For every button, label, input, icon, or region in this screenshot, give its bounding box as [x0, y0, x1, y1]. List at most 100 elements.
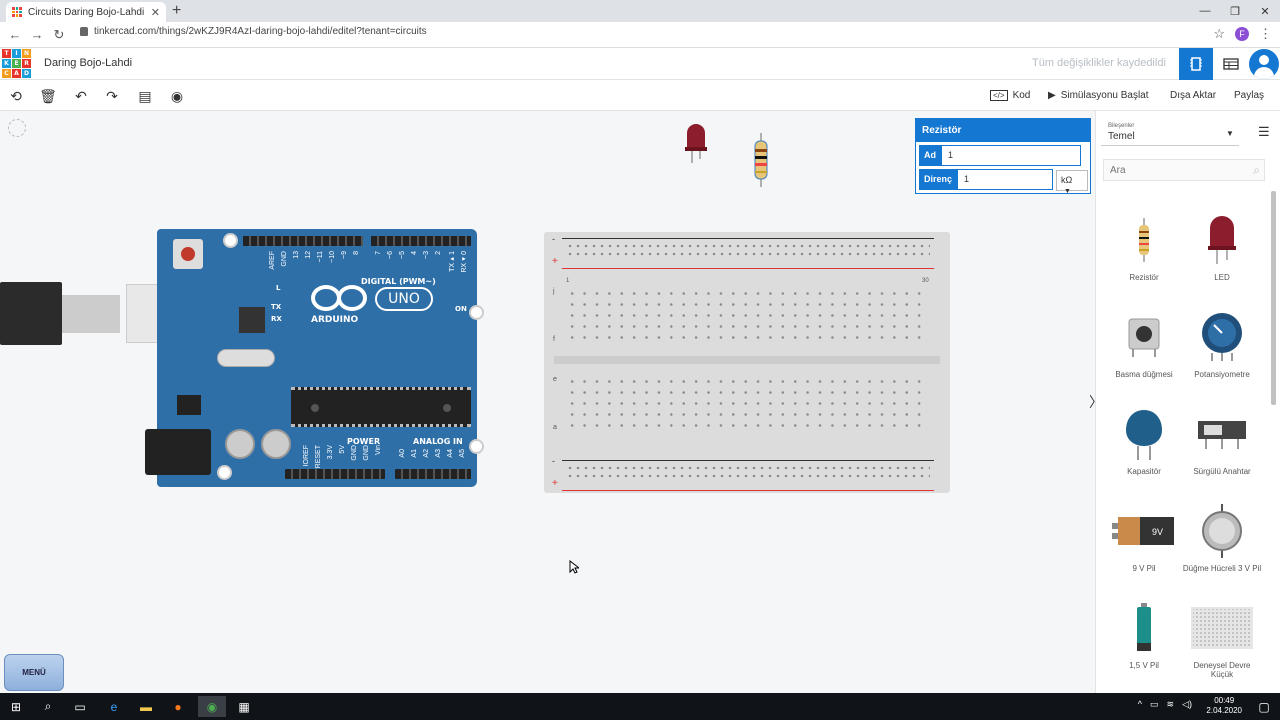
capacitor — [261, 429, 291, 459]
category-dropdown[interactable] — [1101, 118, 1239, 146]
back-icon[interactable]: ← — [8, 27, 22, 42]
code-button[interactable]: </> Kod — [984, 85, 1036, 106]
forward-icon[interactable]: → — [30, 27, 44, 42]
file-explorer-icon[interactable]: ▬ — [140, 699, 152, 714]
pin-label-aref: AREF — [269, 251, 276, 270]
pin-label: A3 — [435, 449, 442, 458]
search-icon[interactable]: ⌕ — [44, 699, 52, 713]
circuit-canvas[interactable]: AREF GND 13 12 ~11 ~10 ~9 8 7 ~6 ~5 4 ~3… — [0, 111, 1095, 693]
component-potentiometer[interactable]: Potansiyometre — [1182, 304, 1262, 379]
component-label: Kapasitör — [1127, 467, 1161, 476]
browser-tab[interactable]: Circuits Daring Bojo-Lahdi | Tinke ✕ — [6, 2, 166, 22]
component-label: 9 V Pil — [1132, 564, 1156, 573]
component-coin-cell[interactable]: Düğme Hücreli 3 V Pil — [1182, 498, 1262, 573]
project-title[interactable]: Daring Bojo-Lahdi — [44, 57, 133, 69]
bottom-terminal-strip[interactable] — [566, 376, 930, 432]
component-list-view-button[interactable] — [1214, 48, 1248, 80]
trash-icon[interactable]: 🗑 — [39, 87, 57, 104]
resistor-on-canvas[interactable] — [752, 133, 770, 187]
arduino-uno-board[interactable]: AREF GND 13 12 ~11 ~10 ~9 8 7 ~6 ~5 4 ~3… — [145, 229, 484, 487]
name-input[interactable]: 1 — [941, 145, 1081, 166]
minimize-icon[interactable]: — — [1199, 5, 1211, 17]
rotate-icon[interactable]: ⟲ — [10, 87, 22, 104]
wifi-icon[interactable]: ≋ — [1166, 699, 1175, 709]
analog-header[interactable] — [395, 469, 471, 479]
maximize-icon[interactable]: ❐ — [1230, 5, 1240, 18]
resistance-input[interactable]: 1 — [957, 169, 1054, 190]
pin-label: A1 — [411, 449, 418, 458]
windows-start-icon[interactable]: ⊞ — [10, 699, 22, 714]
arduino-infinity-logo — [311, 285, 367, 311]
logo-letter: T — [2, 49, 11, 58]
app-icon[interactable]: ▦ — [238, 699, 250, 714]
firefox-icon[interactable]: ● — [174, 699, 182, 714]
bottom-power-rail[interactable]: - + — [552, 456, 934, 491]
pin-label: ~10 — [329, 251, 336, 263]
rx-label: RX — [271, 315, 282, 323]
row-letter-a: a — [553, 424, 557, 431]
pin-label: 4 — [411, 251, 418, 255]
new-tab-icon[interactable]: + — [172, 2, 182, 19]
digital-header[interactable] — [243, 236, 363, 246]
search-input[interactable] — [1104, 160, 1244, 180]
rail-minus-label: - — [552, 456, 555, 466]
tray-chevron-icon[interactable]: ^ — [1137, 699, 1143, 709]
breadboard[interactable]: - + - + j f e a 1 30 — [544, 232, 950, 493]
breadboard-center-channel — [554, 356, 940, 364]
reload-icon[interactable]: ↻ — [53, 26, 65, 42]
component-label: Basma düğmesi — [1115, 370, 1173, 379]
start-simulation-button[interactable]: ▶ Simülasyonu Başlat — [1042, 85, 1155, 106]
digital-header-2[interactable] — [371, 236, 471, 246]
browser-menu-icon[interactable]: ⋮ — [1259, 26, 1272, 41]
close-tab-icon[interactable]: ✕ — [150, 6, 160, 19]
led-on-canvas[interactable] — [684, 123, 708, 165]
components-scrollbar[interactable] — [1271, 191, 1276, 405]
battery-icon[interactable]: ▭ — [1150, 699, 1159, 709]
component-slide-switch[interactable]: Sürgülü Anahtar — [1182, 401, 1262, 476]
pin-label: 3.3V — [327, 445, 334, 460]
top-power-rail[interactable]: - + — [552, 234, 934, 269]
component-9v-battery[interactable]: 9V 9 V Pil — [1104, 498, 1184, 573]
redo-icon[interactable]: ↷ — [106, 87, 118, 104]
edge-icon[interactable]: e — [110, 699, 118, 714]
export-button[interactable]: Dışa Aktar — [1164, 85, 1222, 106]
component-capacitor[interactable]: Kapasitör — [1104, 401, 1184, 476]
list-view-icon[interactable]: ☰ — [1258, 124, 1270, 139]
resistance-unit-select[interactable]: kΩ ▼ — [1056, 170, 1088, 195]
task-view-icon[interactable]: ▭ — [74, 699, 86, 714]
reset-button[interactable] — [173, 239, 203, 269]
logo-letter: N — [22, 49, 31, 58]
notes-icon[interactable]: ▤ — [138, 87, 152, 104]
volume-icon[interactable]: ◁) — [1182, 699, 1192, 709]
zoom-to-fit-icon[interactable] — [8, 119, 26, 137]
taskbar-clock[interactable]: 00:49 2.04.2020 — [1206, 696, 1242, 716]
undo-icon[interactable]: ↶ — [75, 87, 87, 104]
notifications-icon[interactable]: ▢ — [1258, 699, 1270, 714]
chrome-icon[interactable]: ◉ — [198, 696, 226, 717]
profile-avatar[interactable]: F — [1235, 27, 1249, 41]
component-pushbutton[interactable]: Basma düğmesi — [1104, 304, 1184, 379]
component-small-breadboard[interactable]: Deneysel Devre Küçük — [1182, 595, 1262, 679]
component-led[interactable]: LED — [1182, 207, 1262, 282]
user-avatar[interactable] — [1249, 49, 1279, 79]
menu-button[interactable]: MENÜ — [4, 654, 64, 691]
component-aa-battery[interactable]: 1,5 V Pil — [1104, 595, 1184, 670]
component-resistor[interactable]: Rezistör — [1104, 207, 1184, 282]
logo-letter: I — [12, 49, 21, 58]
battery-9v-text: 9V — [1152, 527, 1163, 537]
tinkercad-logo[interactable]: T I N K E R C A D — [2, 49, 31, 78]
browser-tab-title: Circuits Daring Bojo-Lahdi | Tinke — [28, 6, 147, 18]
circuit-view-button[interactable] — [1179, 48, 1213, 80]
visibility-eye-icon[interactable]: ◉ — [170, 87, 184, 104]
pin-label: GND — [363, 445, 370, 461]
power-header[interactable] — [285, 469, 385, 479]
pin-label: ~5 — [399, 251, 406, 259]
bookmark-star-icon[interactable]: ☆ — [1213, 26, 1225, 41]
pin-label: 12 — [305, 251, 312, 259]
address-bar[interactable]: tinkercad.com/things/2wKZJ9R4AzI-daring-… — [80, 26, 427, 37]
top-terminal-strip[interactable] — [566, 288, 930, 344]
clock-date: 2.04.2020 — [1206, 706, 1242, 715]
share-button[interactable]: Paylaş — [1228, 85, 1270, 106]
pin-label: 2 — [435, 251, 442, 255]
close-window-icon[interactable]: ✕ — [1260, 5, 1270, 18]
